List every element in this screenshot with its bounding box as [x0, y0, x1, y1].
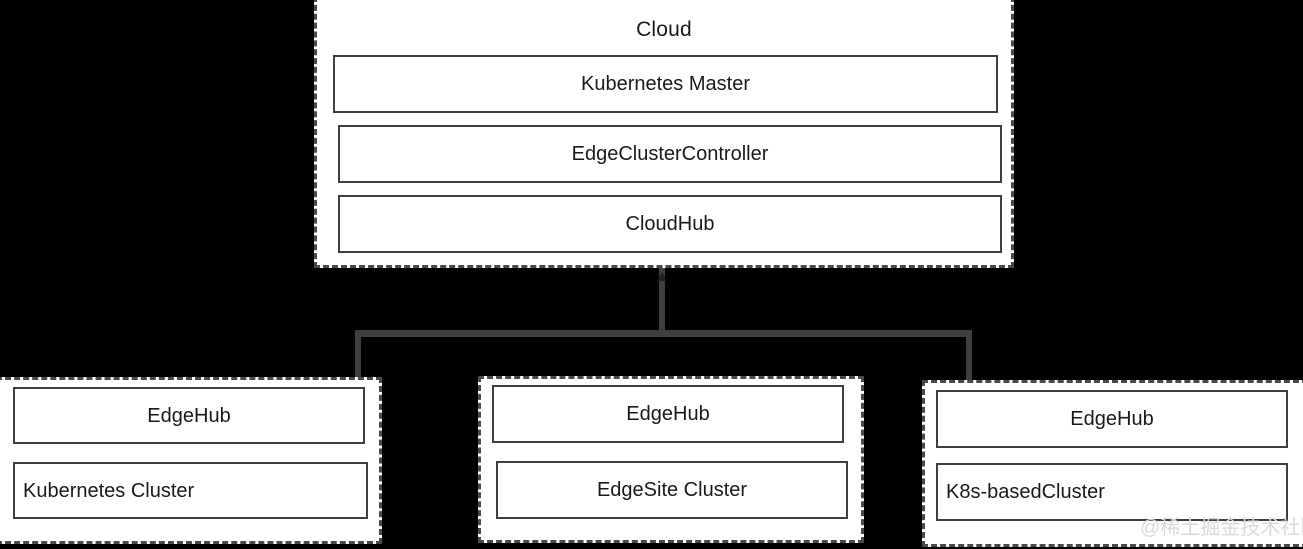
edge-group-2-node-edgesite-cluster-label: EdgeSite Cluster [596, 479, 748, 501]
node-edgeclustercontroller[interactable]: EdgeClusterController [338, 125, 1002, 183]
node-edgeclustercontroller-label: EdgeClusterController [571, 143, 769, 165]
edge-group-1-node-kubernetes-cluster[interactable]: Kubernetes Cluster [13, 462, 368, 519]
edge-group-3-node-k8s-based-cluster[interactable]: K8s-basedCluster [936, 463, 1288, 521]
edge-group-3-node-k8s-based-cluster-label: K8s-basedCluster [946, 481, 1105, 503]
edge-group-1-node-kubernetes-cluster-label: Kubernetes Cluster [23, 479, 195, 502]
edge-group-1-node-edgehub-label: EdgeHub [147, 404, 231, 427]
connector-horizontal-bus [355, 330, 972, 337]
watermark: @稀土掘金技术社区 [1140, 517, 1303, 539]
cloud-group-title: Cloud [636, 18, 692, 41]
edge-group-3-node-edgehub-label: EdgeHub [1070, 408, 1154, 430]
edge-group-3-node-edgehub[interactable]: EdgeHub [936, 390, 1288, 448]
edge-group-2-node-edgehub[interactable]: EdgeHub [492, 385, 844, 443]
connector-drop-right [966, 330, 972, 380]
node-kubernetes-master-label: Kubernetes Master [581, 73, 750, 95]
connector-drop-left [355, 330, 361, 380]
edge-group-2-node-edgesite-cluster[interactable]: EdgeSite Cluster [496, 461, 848, 519]
node-kubernetes-master[interactable]: Kubernetes Master [333, 55, 998, 113]
node-cloudhub-label: CloudHub [625, 213, 715, 235]
connector-arrowhead-up [657, 272, 667, 281]
edge-group-1-node-edgehub[interactable]: EdgeHub [13, 387, 365, 444]
node-cloudhub[interactable]: CloudHub [338, 195, 1002, 253]
edge-group-2-node-edgehub-label: EdgeHub [626, 403, 710, 425]
connector-trunk-vertical [659, 268, 665, 334]
